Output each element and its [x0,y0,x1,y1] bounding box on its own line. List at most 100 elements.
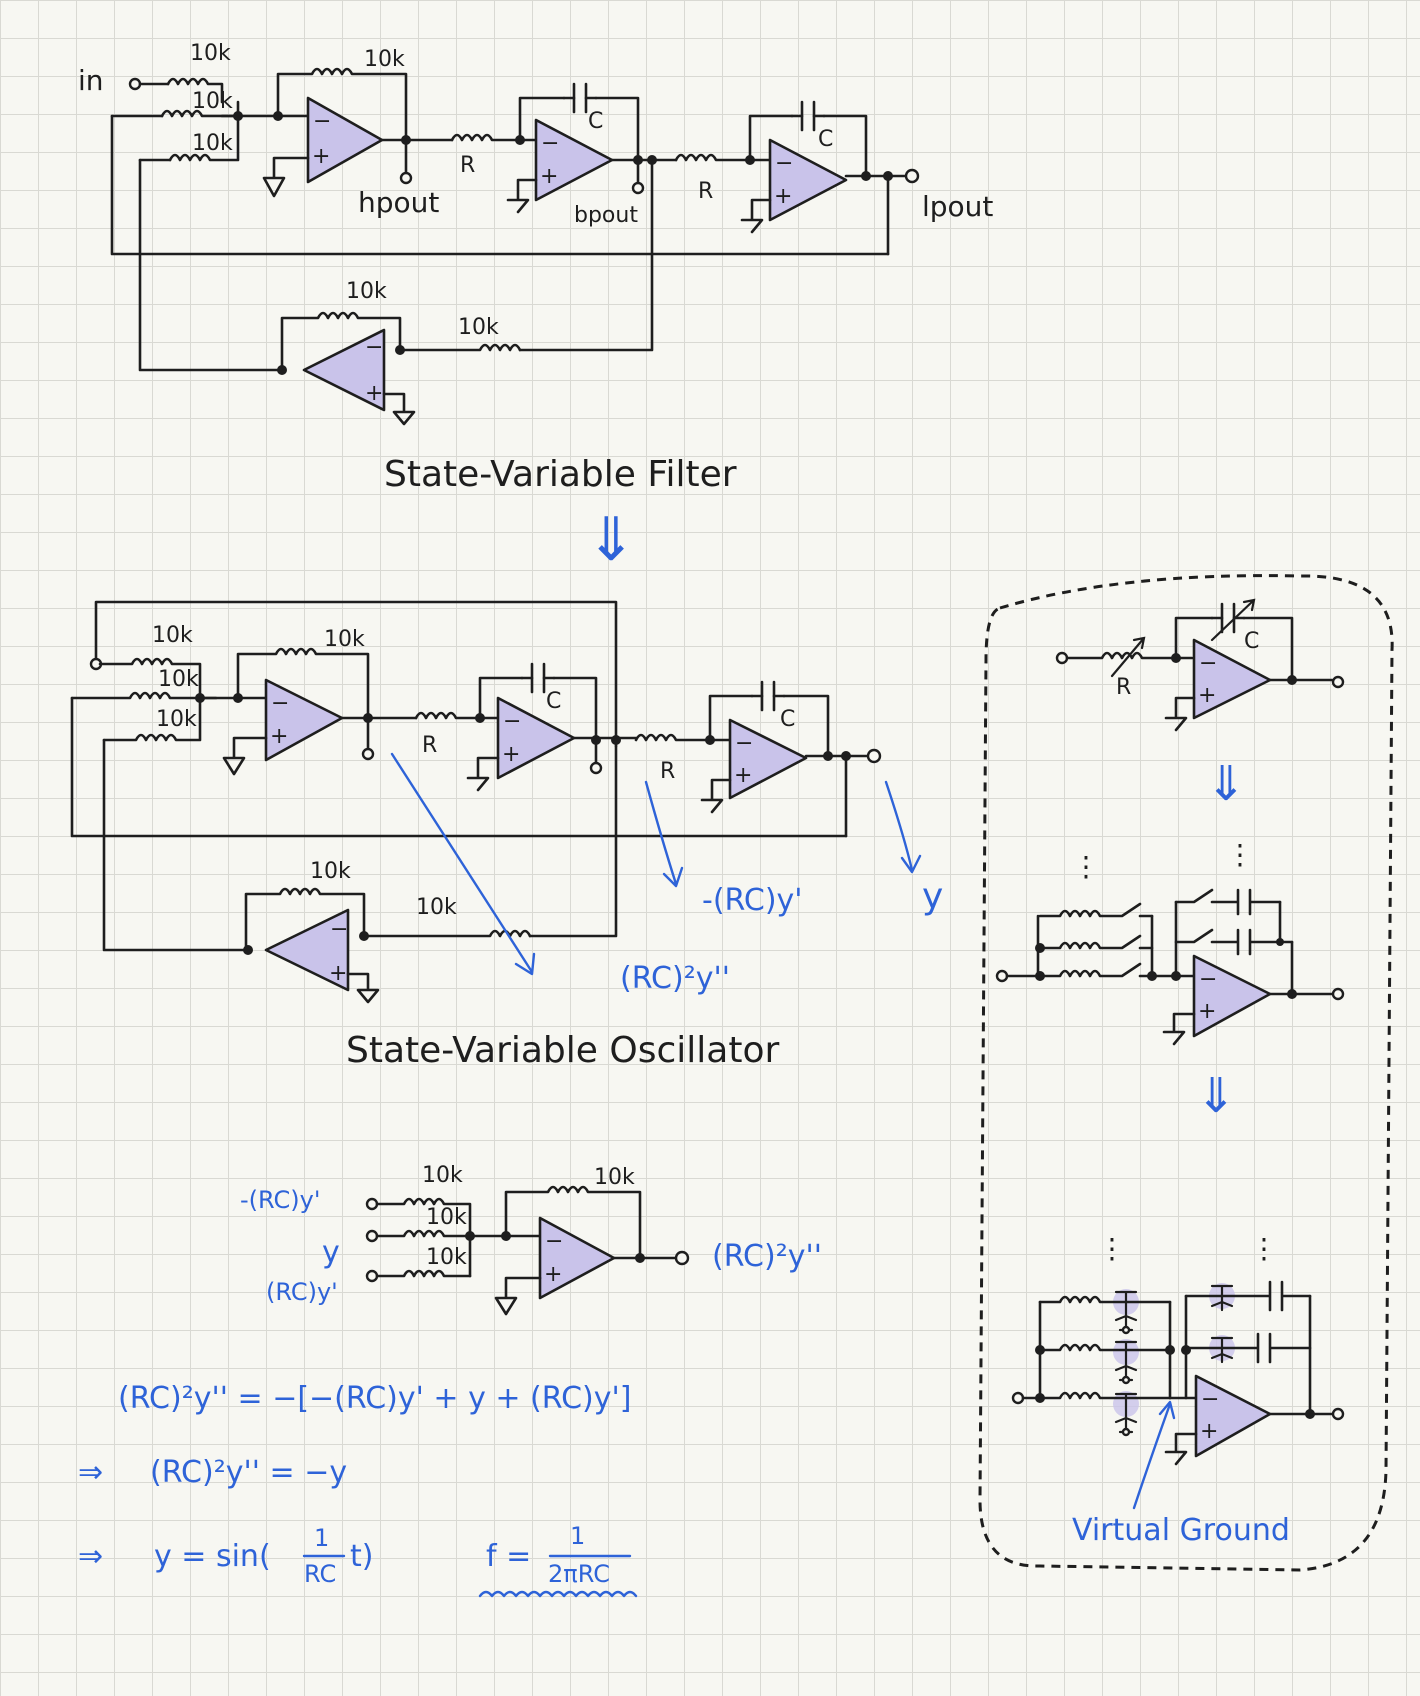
summer-out-node [635,1253,645,1263]
stage3-cap-1 [1184,1280,1312,1312]
annotation-arrow-output [884,780,922,874]
osc-hp-stub [70,691,218,700]
osc-int1-c-label: C [546,689,561,714]
equation-3-prefix: y = sin( [154,1539,271,1574]
oscillator-title: State-Variable Oscillator [346,1030,779,1071]
osc-inverter-input-label: 10k [416,895,457,920]
osc-inverter-opamp [264,908,350,992]
stage2-out-terminal [1331,987,1345,1001]
stage1-plus: + [1198,683,1216,708]
filter-title: State-Variable Filter [384,454,737,495]
stage2-input-terminal [995,969,1009,983]
osc-input-resistor [98,657,202,700]
summing-opamp-plus: + [312,144,330,169]
input-terminal [128,77,142,91]
inverter-input-label: 10k [458,315,499,340]
stage1-cap-variable-arrow [1210,598,1256,642]
equation-2: (RC)²y'' = −y [150,1455,347,1490]
integrator1-c-label: C [588,109,603,134]
equation-3-frac-den: RC [304,1560,336,1588]
stage1-out-terminal [1331,675,1345,689]
hp-feedback-return [110,114,890,256]
integrator1-r-label: R [460,153,475,178]
summer-node [465,1231,475,1241]
stage2-resistor-2 [1038,934,1154,950]
summer-terminal-mid [365,1229,379,1243]
summing-opamp-feedback [276,67,408,142]
integrator1-minus: − [541,131,559,156]
inverter-feedback [280,311,402,372]
integrator1-input-resistor [450,133,538,142]
sidebar-down-arrow-2: ⇓ [1196,1068,1236,1124]
equation-3-suffix: t) [350,1539,373,1574]
stage2-plus: + [1198,999,1216,1024]
summing-opamp [306,96,384,184]
stage3-out-node [1305,1409,1315,1419]
stage2-cap-2 [1174,928,1294,956]
osc-inverter-feedback-label: 10k [310,859,351,884]
osc-summing-opamp [264,678,344,762]
stage3-opamp [1194,1374,1272,1458]
stage1-r-label: R [1116,675,1131,700]
virtual-ground-arrow [1132,1400,1176,1510]
inverter-plus: + [365,381,383,406]
stage3-input-terminal [1011,1391,1025,1405]
osc-bp-resistor-label: 10k [156,707,197,732]
equation-2-arrow: ⇒ [78,1455,103,1490]
osc-inverter-minus: − [330,917,348,942]
feedback-resistor-hp-label: 10k [192,89,233,114]
osc-inverter-ground [346,972,380,1004]
stage3-plus: + [1200,1419,1218,1444]
summer-input-mid-label: y [322,1235,340,1270]
sidebar-down-arrow-1: ⇓ [1206,756,1246,812]
equation-3-arrow: ⇒ [78,1539,103,1574]
summer-terminal-bot [365,1269,379,1283]
summer-r-bot-label: 10k [426,1245,467,1270]
hp-terminal [399,171,413,185]
stage2-resistor-3 [1038,962,1196,978]
stage3-cap-2 [1184,1332,1312,1364]
integrator1-ground [506,178,538,214]
summer-input-bot-label: (RC)y' [266,1278,338,1306]
inverter-minus: − [365,335,383,360]
summer-minus: − [545,1229,563,1254]
stage3-dots-left: ⋮ [1098,1232,1126,1265]
stage2-out-node [1287,989,1297,999]
stage2-cap-1 [1174,888,1282,916]
summer-feedback [504,1185,642,1260]
bp-feedback-return [138,158,282,372]
stage3-resistor-2 [1038,1343,1172,1352]
equation-3-frac-num: 1 [314,1524,329,1552]
stage3-resistor-1 [1038,1295,1172,1304]
osc-int1-resistor [414,711,500,720]
stage1-minus: − [1199,651,1217,676]
input-resistor-label: 10k [190,41,231,66]
osc-summing-ground [222,736,268,776]
osc-top-loop [94,600,618,748]
annotation-output: y [922,876,943,917]
osc-hp-terminal [361,747,375,761]
summer-ground [494,1276,542,1316]
stage2-opamp [1192,954,1272,1038]
osc-lp-terminal [866,748,882,764]
down-arrow-1: ⇓ [586,505,636,575]
stage3-gate-2 [1121,1375,1131,1385]
summer-r-top-label: 10k [422,1163,463,1188]
stage3-fet-5 [1210,1336,1234,1364]
stage3-fet-3 [1114,1392,1138,1434]
feedback-resistor-bp-label: 10k [192,131,233,156]
osc-input-resistor-label: 10k [152,623,193,648]
osc-inverter-plus: + [329,961,347,986]
bp-to-inverter [518,158,654,352]
summer-resistor-bot [375,1269,472,1278]
osc-inverter-out-node [243,945,253,955]
inverter-ground [382,392,416,426]
bp-out-label: bpout [574,203,638,228]
osc-summing-feedback-label: 10k [324,627,365,652]
osc-int2-opamp [728,718,808,800]
osc-bp-to-inverter [528,744,618,938]
osc-int2-r-label: R [660,759,675,784]
feedback-resistor-bp [168,100,240,162]
state-variable-oscillator: 10k 10k 10k − + 10k R − + C [70,600,943,1071]
